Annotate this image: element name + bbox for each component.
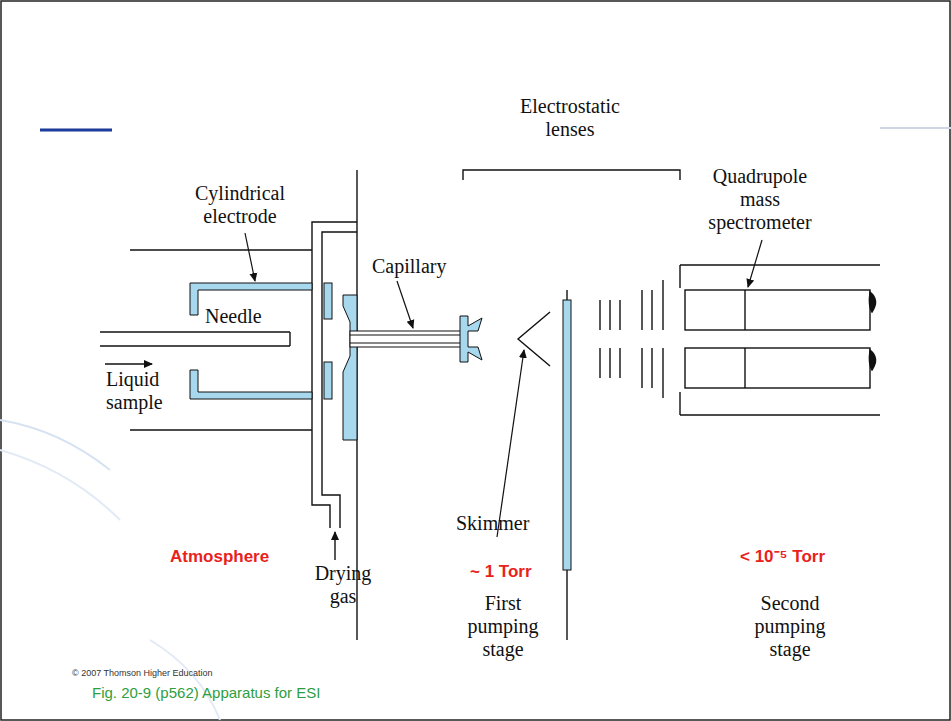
chamber-walls-part (130, 429, 312, 430)
copyright-note: © 2007 Thomson Higher Education (72, 668, 213, 679)
electrostatic-lenses-part (463, 170, 680, 180)
leader-lines (245, 233, 762, 537)
drying-gas-housing-part (312, 222, 357, 528)
electrostatic-lenses-part (651, 290, 652, 330)
needle-part (105, 363, 152, 364)
capillary (343, 295, 482, 440)
electrostatic-lenses-part (619, 348, 620, 378)
quadrupole-part (869, 292, 875, 312)
needle-part (100, 345, 290, 346)
part-label: Electrostatic lenses (503, 95, 638, 141)
stage-label: First pumping stage (453, 592, 553, 661)
part-label: Needle (205, 305, 262, 328)
part-label: Liquid sample (106, 368, 206, 414)
quadrupole-part (744, 290, 745, 330)
quadrupole-part (685, 290, 870, 330)
quadrupole-part (680, 264, 880, 265)
slide-frame-part (880, 127, 951, 129)
cylindrical-electrode-part (324, 283, 332, 319)
pressure-label: Atmosphere (170, 545, 269, 568)
needle-part (289, 332, 290, 346)
drying-gas-housing-part (334, 532, 335, 560)
capillary-part (350, 331, 465, 347)
drying-gas-housing-part (322, 232, 357, 528)
skimmer-part (563, 300, 571, 570)
part-label: Skimmer (456, 512, 529, 535)
stage-label: Second pumping stage (735, 592, 845, 661)
pressure-label: ~ 1 Torr (470, 560, 532, 583)
part-label: Drying gas (303, 562, 383, 608)
needle (100, 332, 290, 364)
drying-gas-housing (312, 222, 357, 560)
slide-frame-part (40, 129, 112, 132)
part-label: Quadrupole mass spectrometer (694, 165, 826, 234)
electrostatic-lenses-part (651, 348, 652, 388)
slide-frame-part (0, 450, 120, 520)
part-label: Capillary (372, 255, 446, 278)
electrostatic-lenses-part (609, 300, 610, 330)
figure-caption: Fig. 20-9 (p562) Apparatus for ESI (92, 684, 320, 702)
slide-frame-part (150, 640, 220, 720)
quadrupole-part (685, 348, 870, 388)
electrostatic-lenses-part (599, 348, 600, 378)
electrostatic-lenses-part (599, 300, 600, 330)
capillary-part (350, 343, 465, 344)
cylindrical-electrode (190, 283, 332, 399)
chamber-walls (130, 170, 567, 640)
slide-frame-part (74, 45, 77, 160)
cylindrical-electrode-part (190, 370, 312, 399)
cylindrical-electrode-part (324, 362, 332, 399)
electrostatic-lenses-part (662, 348, 663, 398)
quadrupole-part (679, 392, 680, 415)
quadrupole-part (680, 414, 880, 415)
electrostatic-lenses-part (609, 348, 610, 378)
slide-frame-part (0, 420, 110, 470)
leader-lines-part (748, 240, 762, 287)
quadrupole (680, 265, 880, 415)
electrostatic-lenses (463, 170, 680, 398)
leader-lines-part (397, 281, 413, 328)
leader-lines-part (245, 233, 255, 281)
electrostatic-lenses-part (641, 348, 642, 388)
needle-part (100, 331, 290, 332)
leader-lines-part (497, 350, 524, 537)
quadrupole-part (744, 348, 745, 388)
quadrupole-part (679, 265, 680, 288)
capillary-part (350, 335, 465, 336)
part-label: Cylindrical electrode (184, 182, 296, 228)
electrostatic-lenses-part (662, 280, 663, 330)
capillary-part (460, 316, 482, 362)
quadrupole-part (869, 350, 875, 370)
electrostatic-lenses-part (641, 290, 642, 330)
capillary-part (343, 295, 357, 440)
pressure-label: < 10⁻⁵ Torr (740, 545, 825, 568)
chamber-walls-part (130, 249, 312, 250)
electrostatic-lenses-part (619, 300, 620, 330)
